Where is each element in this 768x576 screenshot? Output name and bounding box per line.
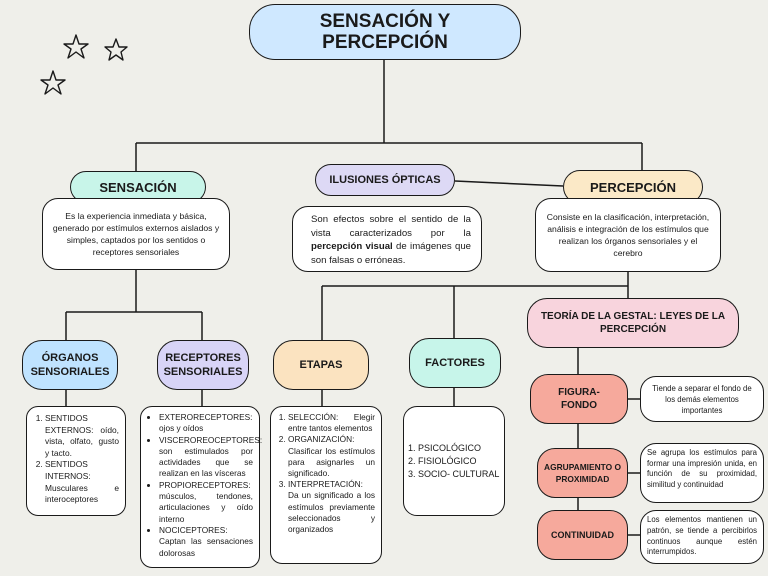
organos-list: SENTIDOS EXTERNOS: oído, vista, olfato, … [31, 413, 119, 506]
etapas-list: SELECCIÓN: Elegir entre tantos elementos… [274, 412, 375, 535]
percepcion-description: Consiste en la clasificación, interpreta… [546, 211, 710, 259]
list-item: ORGANIZACIÓN: Clasificar los estímulos p… [288, 434, 375, 479]
ilusiones-description-box: Son efectos sobre el sentido de la vista… [292, 206, 482, 272]
page-title-text: SENSACIÓN Y PERCEPCIÓN [319, 11, 451, 53]
list-item: EXTERORECEPTORES: ojos y oídos [159, 412, 253, 435]
sensacion-node: SENSACIÓN [70, 171, 206, 203]
list-item: VISCEROREOCEPTORES: son estimulados por … [159, 435, 262, 480]
ilusiones-description-after: de imágenes que son falsas o erróneas. [311, 241, 471, 266]
gestalt-law-description-box: Tiende a separar el fondo de los demás e… [640, 376, 764, 422]
factores-node: FACTORES [409, 338, 501, 388]
list-item: NOCICEPTORES: Captan las sensaciones dol… [159, 525, 253, 559]
receptores-node: RECEPTORES SENSORIALES [157, 340, 249, 390]
list-item: SENTIDOS EXTERNOS: oído, vista, olfato, … [45, 413, 119, 459]
list-item: PROPIORECEPTORES: músculos, tendones, ar… [159, 480, 253, 525]
gestalt-law-description-box: Se agrupa los estímulos para formar una … [640, 443, 764, 503]
list-item: SELECCIÓN: Elegir entre tantos elementos [288, 412, 375, 434]
gestalt-law-label: CONTINUIDAD [551, 530, 614, 540]
receptores-list: EXTERORECEPTORES: ojos y oídos VISCERORE… [145, 412, 262, 559]
star-icon [40, 70, 66, 95]
ilusiones-description-before: Son efectos sobre el sentido de la vista… [311, 214, 471, 239]
receptores-list-box: EXTERORECEPTORES: ojos y oídos VISCERORE… [140, 406, 262, 568]
gestalt-law-description: Los elementos mantienen un patrón, se ti… [647, 515, 757, 557]
factores-list-box: PSICOLÓGICO FISIOLÓGICO SOCIO- CULTURAL [403, 406, 505, 516]
gestalt-law-continuidad: CONTINUIDAD [537, 510, 628, 560]
sensacion-label: SENSACIÓN [99, 179, 177, 195]
list-item: INTERPRETACIÓN: Da un significado a los … [288, 479, 375, 535]
factores-list: PSICOLÓGICO FISIOLÓGICO SOCIO- CULTURAL [404, 442, 499, 481]
stars-decoration [40, 34, 128, 95]
factores-label: FACTORES [425, 357, 485, 369]
ilusiones-label: ILUSIONES ÓPTICAS [329, 174, 441, 186]
gestalt-node: TEORÍA DE LA GESTAL: LEYES DE LA PERCEPC… [527, 298, 739, 348]
star-icon [63, 34, 89, 59]
list-item: PSICOLÓGICO [418, 442, 499, 455]
organos-label: ÓRGANOS SENSORIALES [30, 352, 110, 378]
organos-list-box: SENTIDOS EXTERNOS: oído, vista, olfato, … [26, 406, 126, 516]
page-title: SENSACIÓN Y PERCEPCIÓN [249, 4, 521, 60]
gestalt-law-agrupamiento: AGRUPAMIENTO O PROXIMIDAD [537, 448, 628, 498]
gestalt-law-label: AGRUPAMIENTO O PROXIMIDAD [544, 462, 621, 484]
etapas-label: ETAPAS [299, 359, 343, 371]
gestalt-law-figura-fondo: FIGURA-FONDO [530, 374, 628, 424]
gestalt-label: TEORÍA DE LA GESTAL: LEYES DE LA PERCEPC… [540, 311, 726, 335]
receptores-label: RECEPTORES SENSORIALES [163, 352, 243, 378]
list-item: FISIOLÓGICO [418, 455, 499, 468]
list-item: SENTIDOS INTERNOS: Musculares e interoce… [45, 459, 119, 505]
organos-node: ÓRGANOS SENSORIALES [22, 340, 118, 390]
etapas-list-box: SELECCIÓN: Elegir entre tantos elementos… [270, 406, 382, 564]
percepcion-description-box: Consiste en la clasificación, interpreta… [535, 198, 721, 272]
etapas-node: ETAPAS [273, 340, 369, 390]
gestalt-law-description-box: Los elementos mantienen un patrón, se ti… [640, 510, 764, 564]
list-item: SOCIO- CULTURAL [418, 468, 499, 481]
sensacion-description-box: Es la experiencia inmediata y básica, ge… [42, 198, 230, 270]
gestalt-law-description: Se agrupa los estímulos para formar una … [647, 448, 757, 489]
gestalt-law-label: FIGURA-FONDO [558, 387, 600, 411]
ilusiones-node: ILUSIONES ÓPTICAS [315, 164, 455, 196]
percepcion-label: PERCEPCIÓN [590, 179, 676, 195]
ilusiones-description-bold: percepción visual [311, 241, 393, 252]
star-icon [104, 38, 128, 61]
sensacion-description: Es la experiencia inmediata y básica, ge… [52, 210, 220, 258]
gestalt-law-description: Tiende a separar el fondo de los demás e… [652, 383, 752, 415]
